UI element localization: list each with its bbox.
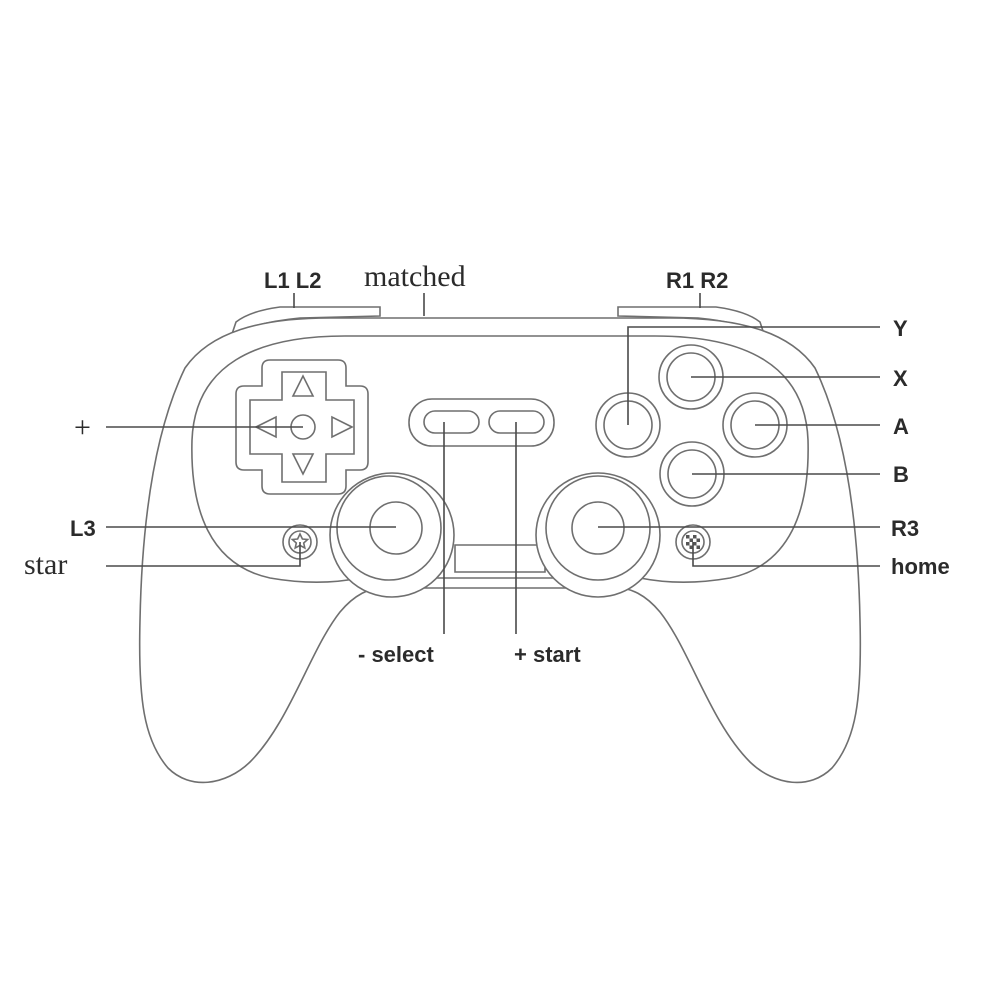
- label-star: star: [24, 548, 67, 581]
- triangle-right-icon: [331, 415, 354, 439]
- right-stick-cap[interactable]: [571, 501, 625, 555]
- leader-home: [692, 542, 880, 567]
- leader-lines: [106, 293, 880, 634]
- dpad-inner: [249, 371, 355, 483]
- label-home: home: [891, 554, 950, 579]
- label-b: B: [893, 462, 909, 487]
- left-stick-cap[interactable]: [369, 501, 423, 555]
- triangle-down-icon: [291, 453, 315, 476]
- label-r3: R3: [891, 516, 919, 541]
- label-select: - select: [358, 642, 434, 667]
- center-bridge: [454, 544, 546, 573]
- label-plus: +: [74, 411, 91, 444]
- leader-star: [106, 542, 301, 567]
- select-button[interactable]: [423, 410, 480, 434]
- label-x: X: [893, 366, 908, 391]
- triangle-up-icon: [291, 374, 315, 397]
- label-l1-l2: L1 L2: [264, 268, 321, 293]
- checker-icon: [686, 535, 700, 549]
- label-l3: L3: [70, 516, 96, 541]
- label-a: A: [893, 414, 909, 439]
- label-matched: matched: [364, 260, 466, 293]
- label-start: + start: [514, 642, 581, 667]
- leader-y: [627, 326, 880, 425]
- label-y: Y: [893, 316, 908, 341]
- label-r1-r2: R1 R2: [666, 268, 728, 293]
